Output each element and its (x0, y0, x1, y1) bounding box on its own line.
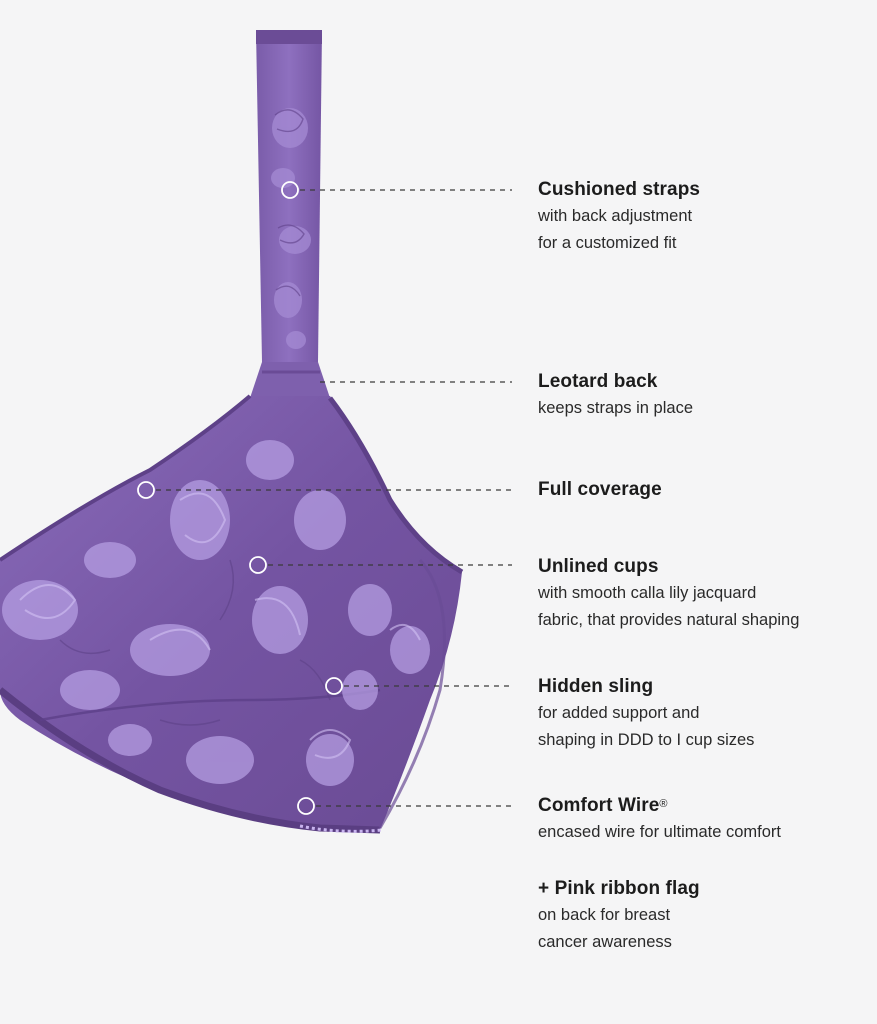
feature-full-coverage: Full coverage (538, 477, 858, 503)
feature-title: Comfort Wire® (538, 793, 858, 819)
callout-lines (156, 189, 512, 807)
feature-description: shaping in DDD to I cup sizes (538, 731, 755, 749)
feature-title: + Pink ribbon flag (538, 878, 700, 899)
feature-pink-ribbon-flag: + Pink ribbon flag on back for breast ca… (538, 876, 858, 956)
feature-description: with back adjustment (538, 207, 693, 225)
callout-dot-coverage (137, 481, 155, 499)
feature-title: Full coverage (538, 479, 662, 500)
feature-description: fabric, that provides natural shaping (538, 611, 800, 629)
feature-title: Unlined cups (538, 556, 659, 577)
feature-leotard-back: Leotard back keeps straps in place (538, 369, 858, 422)
feature-title: Leotard back (538, 371, 658, 392)
feature-title: Cushioned straps (538, 179, 701, 200)
callout-dot-straps (281, 181, 299, 199)
feature-description: keeps straps in place (538, 399, 694, 417)
callout-dot-cups (249, 556, 267, 574)
callout-dots (137, 181, 343, 815)
feature-description: on back for breast (538, 906, 671, 924)
feature-cushioned-straps: Cushioned straps with back adjustment fo… (538, 177, 858, 257)
feature-title-text: Comfort Wire (538, 795, 660, 816)
feature-description: with smooth calla lily jacquard (538, 584, 757, 602)
feature-description: for a customized fit (538, 234, 677, 252)
cup (0, 394, 464, 834)
feature-description: cancer awareness (538, 933, 672, 951)
registered-mark: ® (659, 798, 668, 810)
feature-description: for added support and (538, 704, 700, 722)
feature-description: encased wire for ultimate comfort (538, 823, 782, 841)
strap (256, 30, 322, 362)
callout-dot-sling (325, 677, 343, 695)
leotard-back-band (250, 362, 330, 398)
feature-comfort-wire: Comfort Wire® encased wire for ultimate … (538, 793, 858, 846)
callout-dot-wire (297, 797, 315, 815)
feature-title: Hidden sling (538, 676, 654, 697)
feature-unlined-cups: Unlined cups with smooth calla lily jacq… (538, 554, 858, 634)
feature-hidden-sling: Hidden sling for added support and shapi… (538, 674, 858, 754)
